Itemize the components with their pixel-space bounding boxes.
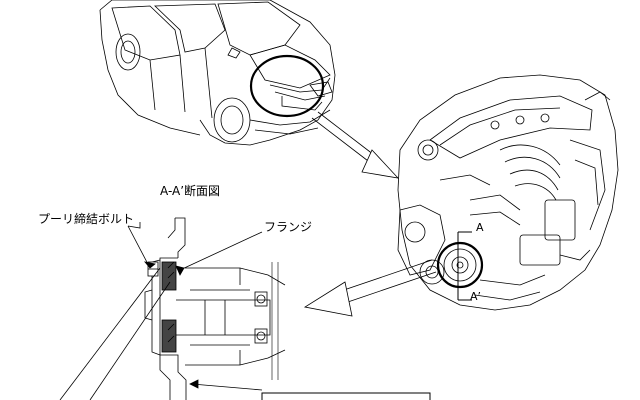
flange-leader [179, 231, 263, 271]
callout-box [261, 392, 431, 400]
section-a-prime-label: A’ [470, 290, 482, 303]
section-view [144, 217, 286, 400]
crank-pulley-circle [436, 241, 484, 289]
minivan-illustration [99, 0, 336, 146]
pulley-location-circle [249, 54, 325, 118]
pulley-bolt-label: プーリ締結ボルト [38, 212, 135, 226]
engine-illustration [397, 74, 619, 311]
section-a-label: A [476, 221, 484, 234]
pulley-bolt-leader [127, 225, 151, 269]
section-title: A-A’断面図 [160, 184, 221, 198]
leader-lines [59, 222, 263, 400]
arrow-to-section [303, 259, 437, 317]
lower-leader-2 [89, 281, 171, 400]
lower-leader-1 [59, 267, 161, 400]
flange-label: フランジ [264, 220, 313, 234]
lower-leader-3 [191, 383, 263, 391]
arrow-to-engine [311, 111, 400, 179]
